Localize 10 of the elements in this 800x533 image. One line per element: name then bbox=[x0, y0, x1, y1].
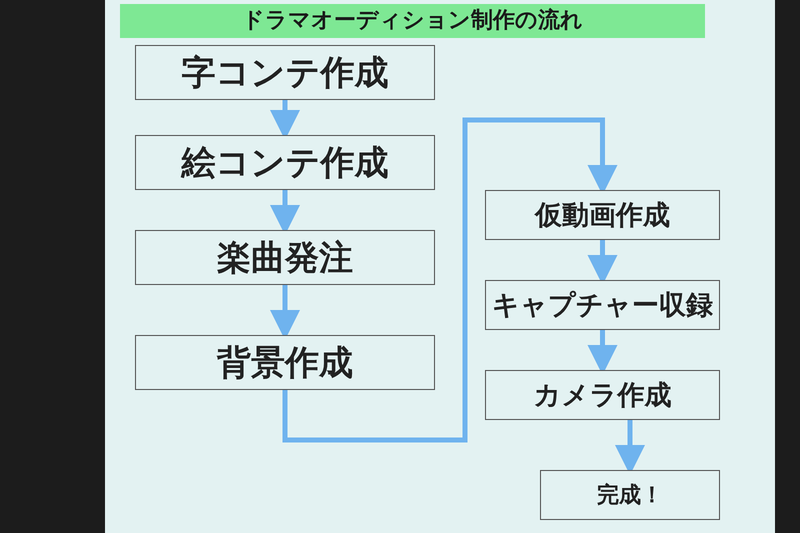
process-box: 字コンテ作成 bbox=[135, 45, 435, 100]
process-box: 絵コンテ作成 bbox=[135, 135, 435, 190]
arrow bbox=[282, 118, 618, 442]
process-box: キャプチャー収録 bbox=[485, 280, 720, 330]
process-box: 完成！ bbox=[540, 470, 720, 520]
process-box: 仮動画作成 bbox=[485, 190, 720, 240]
process-box: 背景作成 bbox=[135, 335, 435, 390]
process-box: カメラ作成 bbox=[485, 370, 720, 420]
title-banner: ドラマオーディション制作の流れ bbox=[120, 4, 705, 38]
process-box: 楽曲発注 bbox=[135, 230, 435, 285]
